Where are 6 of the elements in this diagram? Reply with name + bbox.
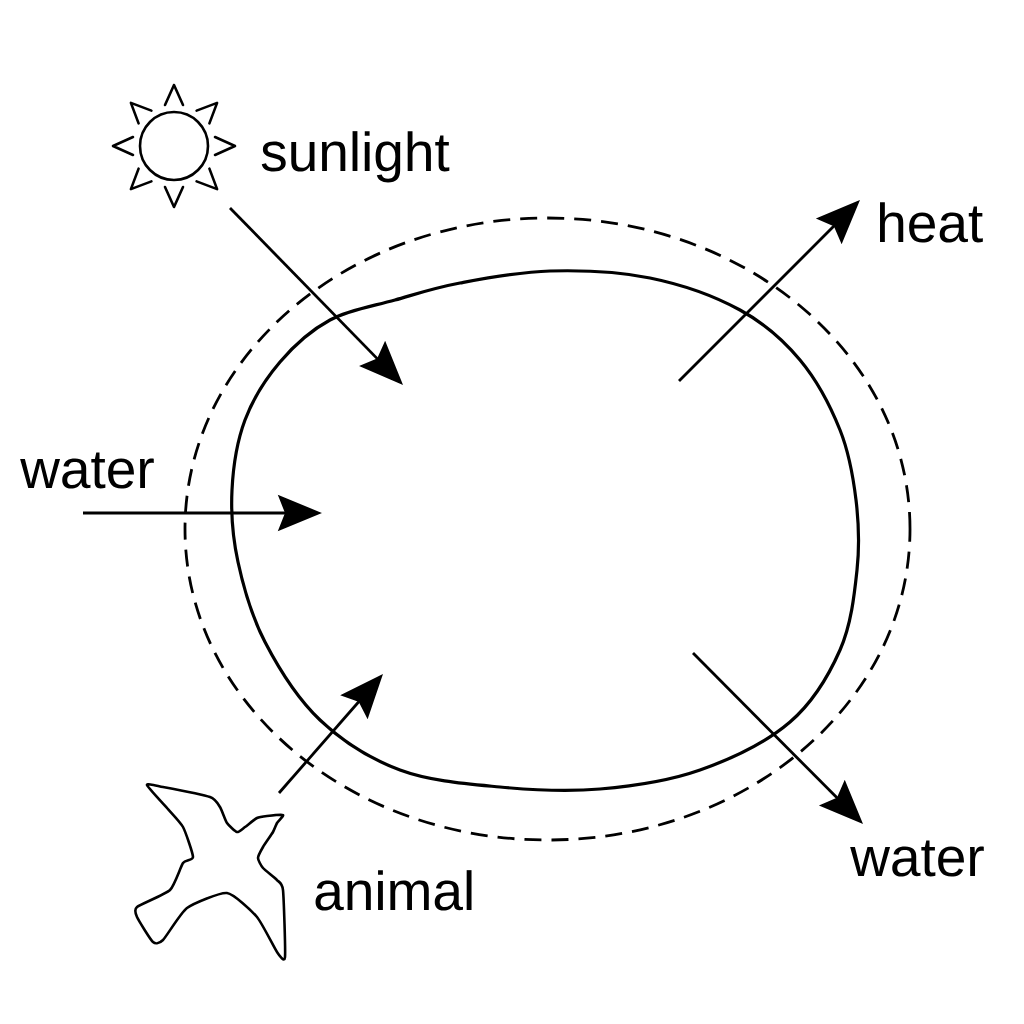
label-text: heat [880,202,983,243]
label-text: sunlight [261,131,450,183]
label-text: water [20,452,154,489]
closed-outline [230,269,861,793]
label-text: animal [315,870,472,911]
label-text: water [850,840,984,877]
